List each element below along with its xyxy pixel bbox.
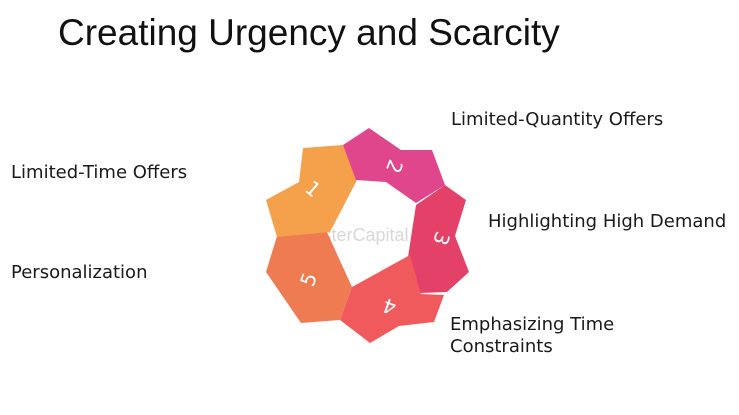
segment-4-shape — [340, 255, 444, 343]
step-label-emphasizing-time-constraints: Emphasizing Time Constraints — [450, 314, 615, 357]
segment-2-shape — [343, 128, 445, 203]
page-title: Creating Urgency and Scarcity — [58, 12, 560, 53]
step-label-limited-time-offers: Limited-Time Offers — [11, 162, 188, 183]
step-label-limited-quantity-offers: Limited-Quantity Offers — [451, 109, 664, 130]
step-label-highlighting-high-demand: Highlighting High Demand — [488, 211, 727, 232]
segment-3: 3 — [408, 185, 469, 293]
segment-5-shape — [266, 230, 352, 323]
segment-1-shape — [266, 145, 357, 237]
step-label-personalization: Personalization — [11, 262, 148, 283]
segment-3-shape — [408, 185, 469, 293]
segment-2: 2 — [343, 128, 445, 203]
segment-1: 1 — [266, 145, 357, 237]
segment-4: 4 — [340, 255, 444, 343]
segment-5: 5 — [266, 230, 352, 323]
